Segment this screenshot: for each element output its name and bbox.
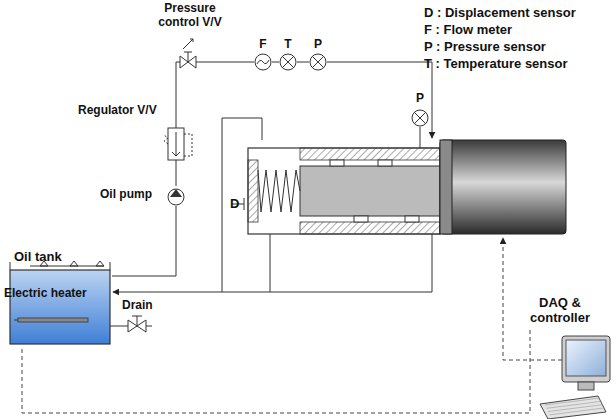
node-label: P	[411, 92, 429, 106]
legend-text: D : Displacement sensor	[424, 5, 576, 20]
legend-text: F : Flow meter	[424, 22, 512, 37]
node-label: Oil tank	[14, 250, 112, 265]
oil-line	[297, 62, 309, 63]
sensor-symbol: P	[411, 92, 429, 127]
node-label: Pressure control V/V	[145, 2, 235, 30]
component-node: Regulator V/V	[78, 104, 190, 164]
node-label: T	[279, 38, 297, 52]
sensor-symbol: T	[279, 38, 297, 70]
signal-line	[22, 330, 530, 413]
oil-tank: Oil tankElectric heater	[4, 250, 112, 346]
oil-line	[246, 62, 254, 63]
daq-controller: DAQ & controller	[510, 296, 610, 330]
node-label: Regulator V/V	[78, 104, 190, 118]
node-label: P	[309, 38, 327, 52]
oil-line	[112, 206, 176, 276]
oil-line	[176, 164, 177, 186]
node-label: Electric heater	[4, 287, 112, 301]
node-label: F	[254, 38, 272, 52]
node-label: DAQ & controller	[520, 296, 600, 326]
oil-line	[272, 62, 279, 63]
part-label: Drain	[122, 298, 153, 312]
legend-text: P : Pressure sensor	[424, 39, 546, 54]
component-node: Oil pump	[100, 186, 185, 206]
oil-line	[176, 74, 177, 104]
node-label: Oil pump	[100, 188, 185, 202]
component-node: Pressure control V/V	[134, 2, 246, 74]
callout-letter: D	[230, 196, 239, 211]
sensor-symbol: F	[254, 38, 272, 70]
sensor-symbol: P	[309, 38, 327, 70]
legend-text: T : Temperature sensor	[424, 56, 568, 71]
